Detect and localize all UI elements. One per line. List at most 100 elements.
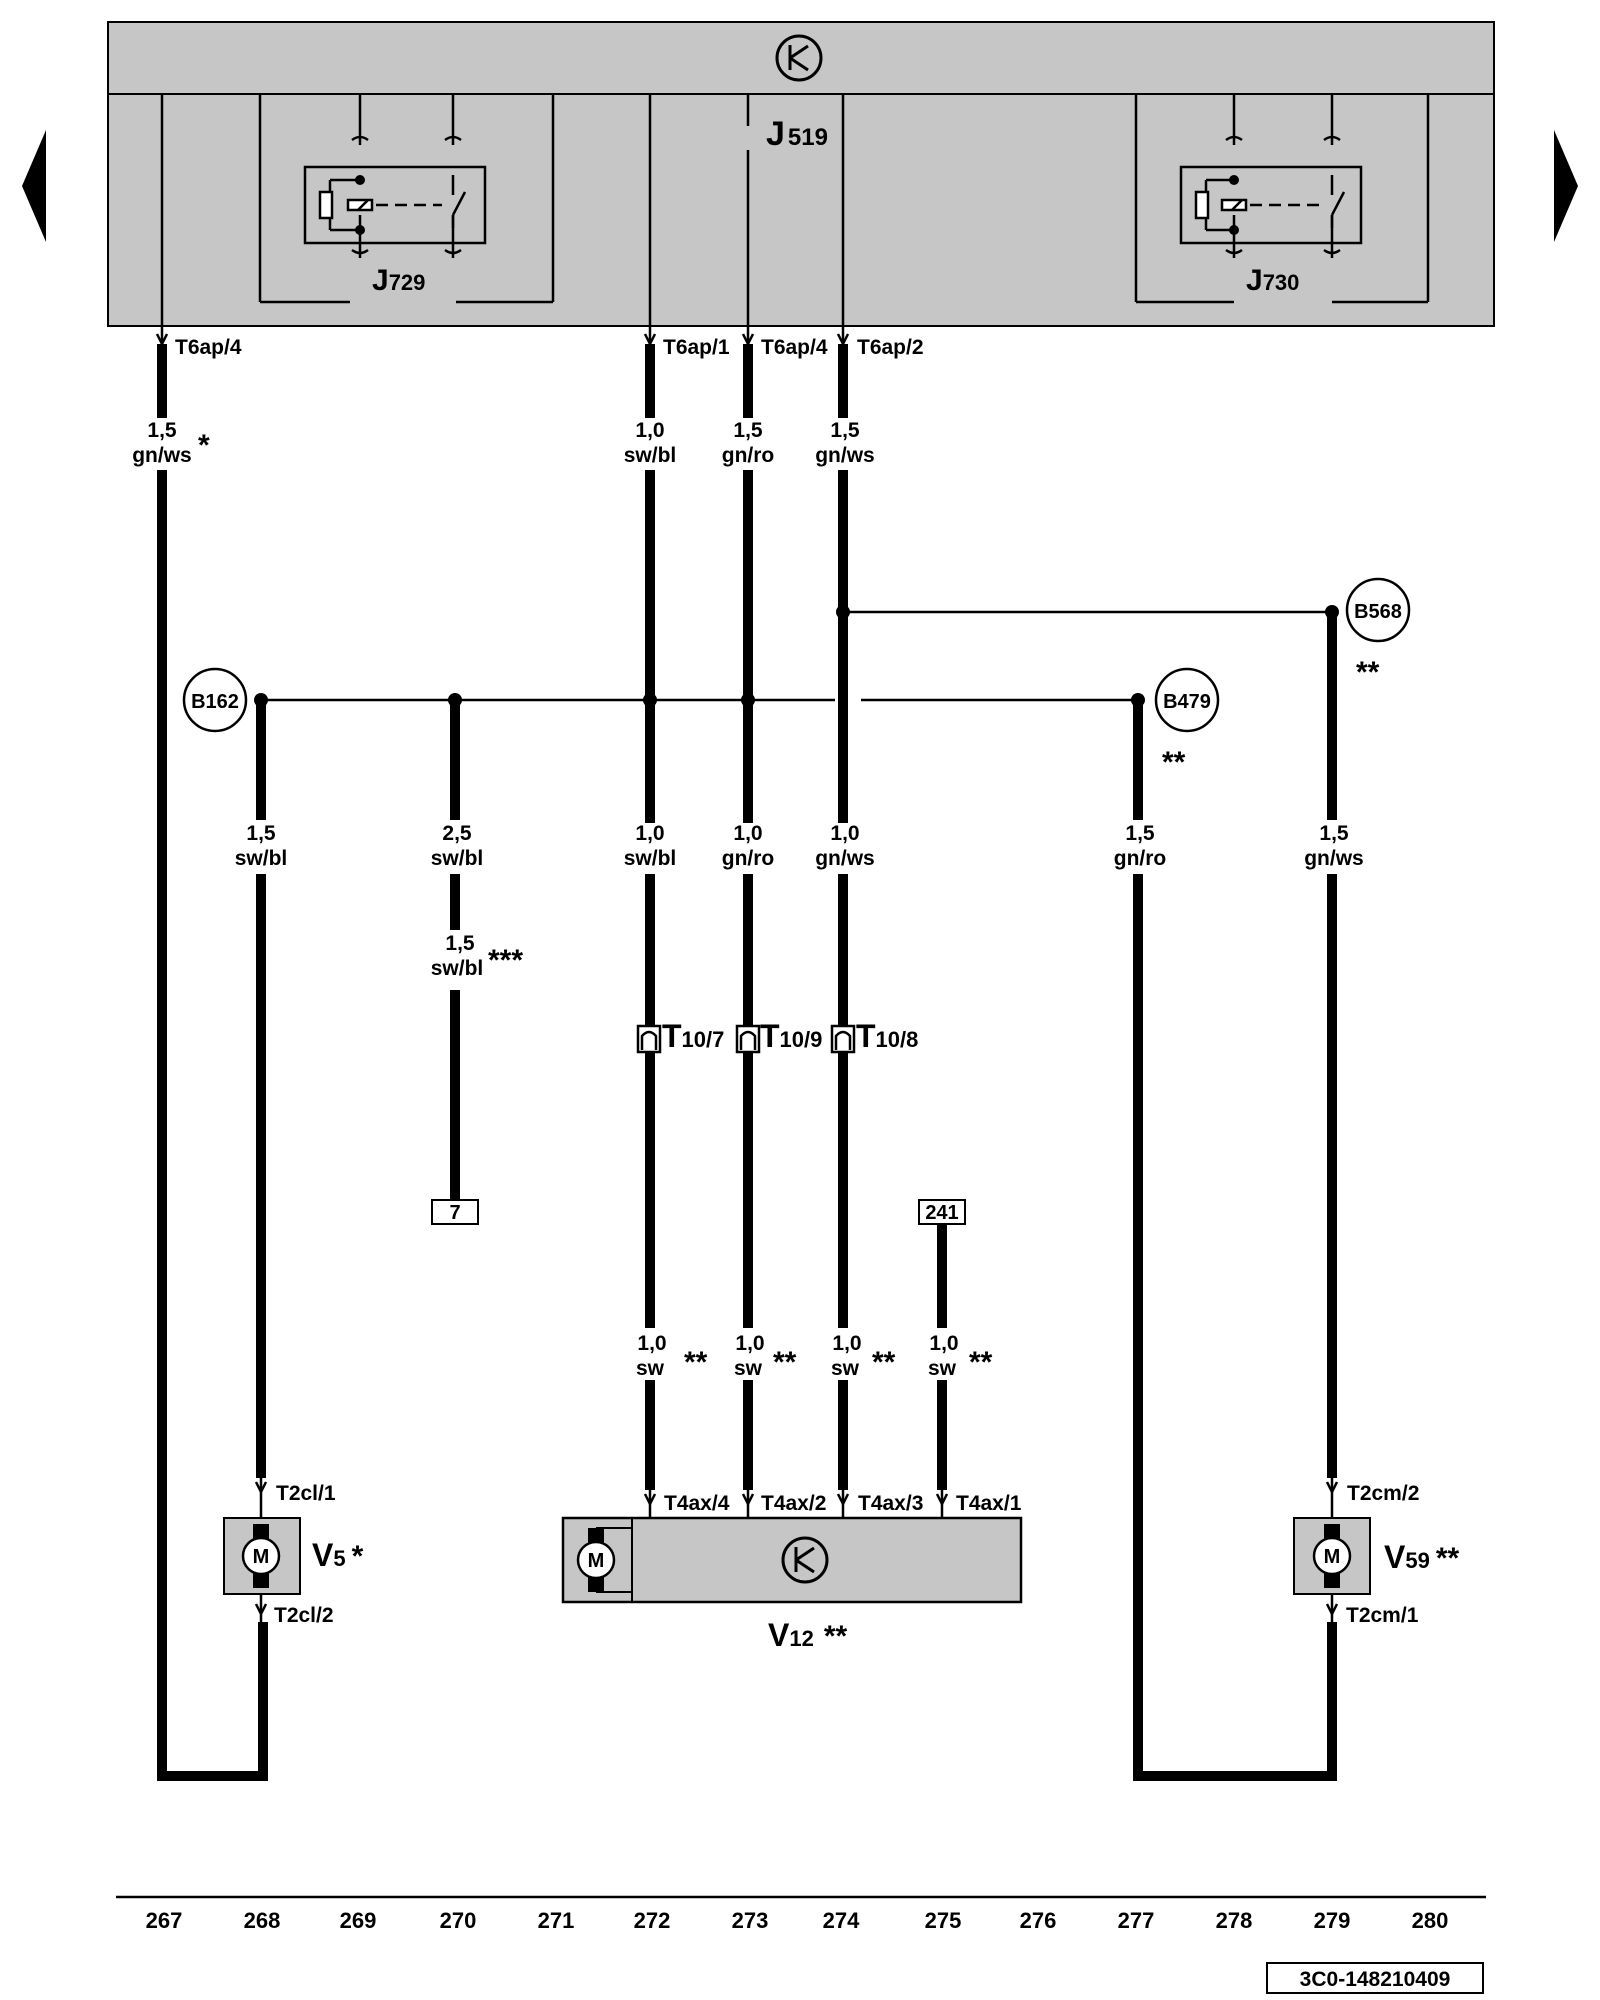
document-id-box: 3C0-148210409 — [1266, 1962, 1484, 1994]
connector-label: T6ap/4 — [761, 336, 828, 359]
scale-number: 279 — [1314, 1908, 1351, 1933]
wire-color: sw — [928, 1357, 957, 1380]
wire-size: 1,5 — [445, 932, 475, 955]
wire-size: 1,5 — [1319, 822, 1349, 845]
component-v12-label: V12** — [768, 1617, 848, 1653]
wire-size: 1,0 — [735, 1332, 764, 1355]
wire-note: ** — [773, 1346, 797, 1379]
wire-color: gn/ro — [722, 847, 775, 870]
wire-color: gn/ws — [815, 847, 875, 870]
module-connector-pins: T6ap/4 T6ap/1 T6ap/4 T6ap/2 — [155, 326, 924, 359]
pin-label: T4ax/3 — [858, 1492, 923, 1515]
plug-t10-7: T10/7 — [636, 1018, 724, 1054]
scale-number: 276 — [1020, 1908, 1057, 1933]
wire-note: ** — [969, 1346, 993, 1379]
wire-size: 1,0 — [635, 822, 664, 845]
wire-size: 1,5 — [147, 419, 177, 442]
wire-size: 1,5 — [733, 419, 763, 442]
connector-label: T6ap/2 — [857, 336, 924, 359]
connector-label: T6ap/4 — [175, 336, 242, 359]
splice-b568-label: B568 — [1354, 601, 1402, 623]
wire-note: ** — [684, 1346, 708, 1379]
motor-v5: T2cl/1 M T2cl/2 V5* — [223, 1478, 364, 1627]
scale-number: 270 — [440, 1908, 477, 1933]
plug-label: T10/7 — [662, 1018, 724, 1054]
plug-label: T10/9 — [760, 1018, 822, 1054]
wire-color: gn/ws — [1304, 847, 1364, 870]
wire-color: sw/bl — [624, 444, 677, 467]
splice-b162: B162 — [182, 667, 248, 733]
wire-color: sw — [831, 1357, 860, 1380]
pin-label: T2cl/1 — [276, 1482, 336, 1505]
motor-icon: M — [588, 1550, 605, 1572]
wire-size: 1,0 — [832, 1332, 861, 1355]
reference-label: 241 — [925, 1202, 958, 1224]
wire-color: gn/ws — [132, 444, 192, 467]
splice-b479-note: ** — [1162, 746, 1186, 779]
pin-label: T2cm/2 — [1347, 1482, 1419, 1505]
wire-size: 1,0 — [733, 822, 762, 845]
motor-v59-label: V59** — [1384, 1539, 1460, 1575]
relay-j730: J730 — [1179, 94, 1363, 297]
pin-label: T2cl/2 — [274, 1604, 334, 1627]
wire-color: sw/bl — [235, 847, 288, 870]
relay-j730-label: J730 — [1246, 264, 1299, 297]
plug-t10-8: T10/8 — [830, 1018, 918, 1054]
wire-note: *** — [488, 944, 523, 977]
reference-box-241: 241 — [918, 1199, 966, 1225]
plug-t10-9: T10/9 — [735, 1018, 822, 1054]
wire-color: sw — [734, 1357, 763, 1380]
motor-v5-label: V5* — [312, 1537, 364, 1573]
scale-number: 271 — [538, 1908, 575, 1933]
pin-label: T4ax/4 — [664, 1492, 730, 1515]
scale-number: 267 — [146, 1908, 183, 1933]
next-page-arrow-icon[interactable] — [1554, 130, 1578, 242]
reference-label: 7 — [449, 1202, 460, 1224]
splice-b479-label: B479 — [1163, 691, 1211, 713]
wire-size: 1,0 — [635, 419, 664, 442]
component-v12: M T4ax/4 T4ax/2 T4ax/3 T4ax/1 V12** — [561, 1490, 1023, 1653]
motor-icon: M — [1324, 1546, 1341, 1568]
motor-icon: M — [253, 1546, 270, 1568]
document-id: 3C0-148210409 — [1300, 1968, 1451, 1991]
pin-label: T4ax/2 — [761, 1492, 826, 1515]
electronic-symbol-icon — [775, 34, 823, 82]
wire-color: gn/ro — [722, 444, 775, 467]
scale-number: 275 — [925, 1908, 962, 1933]
wire-size: 1,0 — [637, 1332, 666, 1355]
splice-b479: B479 ** — [1154, 667, 1220, 779]
wire-labels: 1,5 gn/ws * 1,0 sw/bl 1,5 gn/ro 1,5 gn/w… — [132, 419, 1364, 1380]
splice-points — [254, 605, 1339, 707]
scale-number: 273 — [732, 1908, 769, 1933]
wire-size: 1,0 — [929, 1332, 958, 1355]
prev-page-arrow-icon[interactable] — [22, 130, 46, 242]
wires — [157, 344, 1337, 1781]
wire-color: sw/bl — [624, 847, 677, 870]
wire-color: sw/bl — [431, 957, 484, 980]
relay-j729-label: J729 — [372, 264, 425, 297]
wire-color: gn/ro — [1114, 847, 1167, 870]
connector-label: T6ap/1 — [663, 336, 730, 359]
splice-b162-label: B162 — [191, 691, 239, 713]
wire-size: 1,5 — [246, 822, 276, 845]
plug-label: T10/8 — [856, 1018, 918, 1054]
wire-note: * — [198, 429, 210, 462]
relay-j729: J729 — [303, 94, 487, 297]
scale-number: 274 — [823, 1908, 860, 1933]
wire-size: 2,5 — [442, 822, 472, 845]
wire-size: 1,0 — [830, 822, 859, 845]
scale-number: 277 — [1118, 1908, 1155, 1933]
pin-label: T2cm/1 — [1346, 1604, 1419, 1627]
scale-number: 272 — [634, 1908, 671, 1933]
reference-box-7: 7 — [431, 1199, 479, 1225]
wire-size: 1,5 — [1125, 822, 1155, 845]
pin-label: T4ax/1 — [956, 1492, 1022, 1515]
scale-number: 268 — [244, 1908, 281, 1933]
scale-number: 278 — [1216, 1908, 1253, 1933]
wire-color: sw/bl — [431, 847, 484, 870]
wire-color: sw — [636, 1357, 665, 1380]
splice-b568: B568 ** — [1345, 577, 1411, 689]
